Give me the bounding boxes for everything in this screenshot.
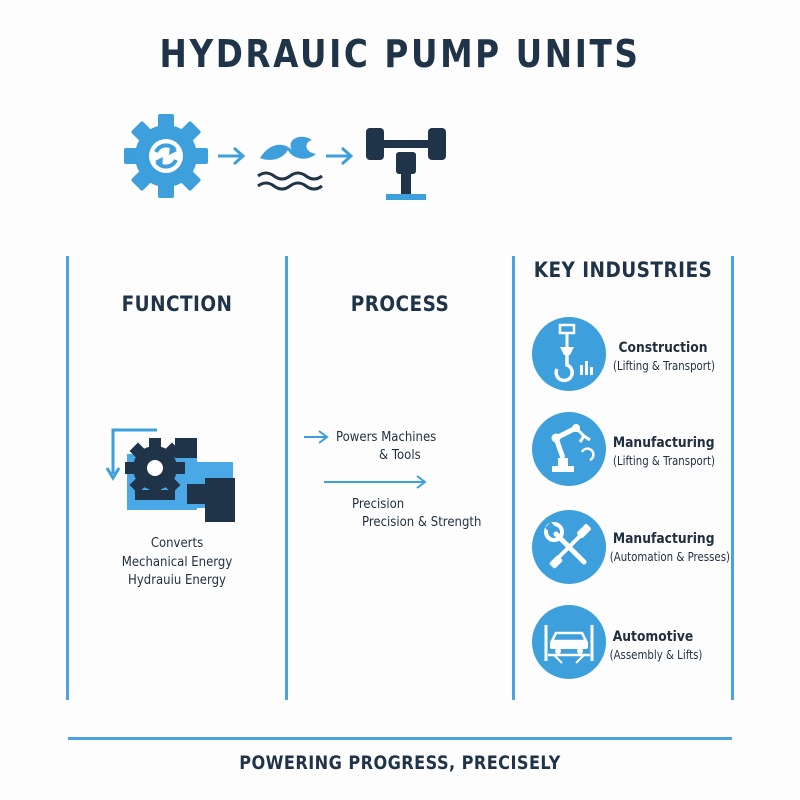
process-item-line: Powers Machines — [336, 430, 437, 445]
function-line: Converts — [150, 536, 204, 551]
industry-name: Manufacturing — [612, 531, 715, 547]
arrow-right-icon — [326, 146, 354, 166]
robot-arm-icon — [551, 424, 595, 472]
arrow-right-icon — [304, 430, 329, 444]
process-heading: PROCESS — [350, 292, 450, 316]
industry-icon-circle — [532, 605, 606, 679]
industry-name: Manufacturing — [612, 435, 715, 451]
arrow-right-icon — [324, 475, 427, 489]
industry-subtitle: (Automation & Presses) — [609, 550, 730, 564]
energy-flow-graphic — [124, 114, 446, 200]
industry-subtitle: (Lifting & Transport) — [613, 359, 715, 373]
industry-subtitle: (Lifting & Transport) — [613, 454, 715, 468]
industry-subtitle: (Assembly & Lifts) — [609, 648, 703, 662]
hydraulic-lift-icon — [366, 128, 446, 200]
car-lift-icon — [544, 625, 594, 664]
industry-name: Construction — [618, 340, 708, 356]
footer-divider — [68, 737, 732, 740]
water-wave-icon — [257, 136, 323, 191]
crane-hook-icon — [554, 323, 593, 383]
process-item-line: & Tools — [379, 448, 421, 463]
arrow-right-icon — [218, 146, 246, 166]
process-item-line: Precision — [352, 497, 405, 512]
gear-icon — [124, 114, 208, 198]
function-line: Mechanical Energy — [121, 555, 233, 570]
industry-icon-circle — [532, 412, 606, 486]
column-divider — [731, 256, 734, 700]
function-line: Hydrauiu Energy — [128, 573, 226, 588]
column-divider — [285, 256, 288, 700]
industries-heading: KEY INDUSTRIES — [533, 258, 713, 282]
column-divider — [512, 256, 515, 700]
column-divider — [66, 256, 69, 700]
industry-icon-circle — [532, 317, 606, 391]
function-heading: FUNCTION — [121, 292, 233, 316]
pump-unit-icon — [105, 428, 235, 522]
industry-name: Automotive — [612, 629, 694, 645]
footer-tagline: POWERING PROGRESS, PRECISELY — [239, 752, 561, 774]
industry-icon-circle — [532, 510, 606, 584]
process-item-line: Precision & Strength — [362, 515, 482, 530]
wrench-screwdriver-icon — [544, 522, 591, 569]
page-title: HYDRAUIC PUMP UNITS — [159, 32, 641, 76]
